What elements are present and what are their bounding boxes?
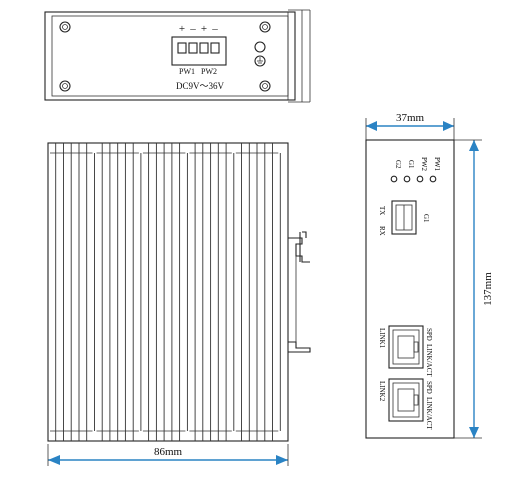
top-view: + – + – PW1 PW2 DC9V～36V <box>44 9 311 103</box>
rj45-port-2-icon <box>388 378 424 422</box>
led-label-g2: G2 <box>394 160 402 169</box>
top-view-screws <box>59 21 271 92</box>
pw1-label: PW1 <box>179 67 195 76</box>
reset-button-icon <box>254 41 266 53</box>
port2-spd-label: SPD <box>425 381 433 394</box>
port1-spd-label: SPD <box>425 328 433 341</box>
tx-label: TX <box>378 206 386 215</box>
front-panel-view: G2 G1 PW2 PW1 TX RX G1 LINK1 SPD LINK/AC… <box>365 139 455 439</box>
port2-linkact-label: LINK/ACT <box>425 397 433 430</box>
terminal-sign-2: – <box>189 23 196 35</box>
led-g1-icon <box>403 175 411 183</box>
width-dimension: 37mm <box>365 112 455 140</box>
pw2-label: PW2 <box>201 67 217 76</box>
depth-dimension: 86mm <box>47 444 289 466</box>
power-terminal-block <box>171 36 227 66</box>
link1-label: LINK1 <box>378 328 386 349</box>
rj45-port-1-icon <box>388 325 424 369</box>
port1-linkact-label: LINK/ACT <box>425 344 433 377</box>
ground-icon <box>254 55 266 67</box>
height-value: 137mm <box>482 272 494 306</box>
width-value: 37mm <box>396 112 425 124</box>
heat-sink-fins <box>50 143 281 441</box>
terminal-sign-4: – <box>211 23 218 35</box>
din-rail-clip-icon <box>288 231 311 353</box>
terminal-sign-3: + <box>201 23 207 35</box>
sfp-g1-label: G1 <box>422 214 430 223</box>
height-dimension: 137mm <box>454 139 494 439</box>
sfp-port-icon <box>391 200 417 235</box>
link2-label: LINK2 <box>378 381 386 402</box>
led-pw1-icon <box>429 175 437 183</box>
led-label-pw2: PW2 <box>420 157 428 172</box>
led-indicators <box>390 175 437 183</box>
terminal-sign-1: + <box>179 23 185 35</box>
side-view <box>47 142 311 442</box>
voltage-label: DC9V～36V <box>176 81 225 91</box>
depth-value: 86mm <box>154 446 183 458</box>
led-label-pw1: PW1 <box>433 157 441 172</box>
rx-label: RX <box>378 226 386 236</box>
led-pw2-icon <box>416 175 424 183</box>
led-g2-icon <box>390 175 398 183</box>
led-label-g1: G1 <box>407 160 415 169</box>
